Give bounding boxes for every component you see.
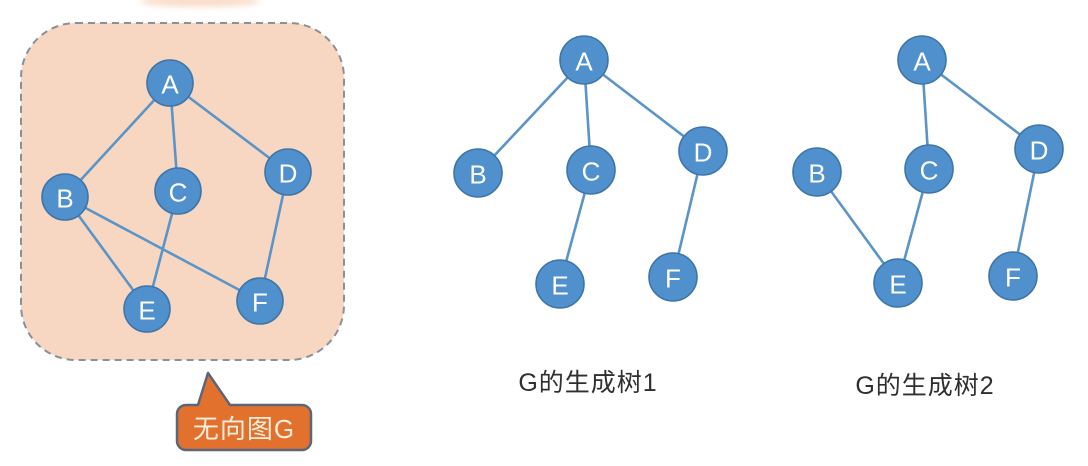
node-G-C	[154, 167, 202, 215]
caption-spanning-tree-2: G的生成树2	[855, 372, 995, 400]
node-G-A	[146, 59, 194, 107]
node-label-G-B: B	[56, 184, 73, 214]
node-label-tree1-A: A	[575, 47, 593, 77]
node-label-G-A: A	[161, 70, 179, 100]
node-label-tree1-F: F	[665, 264, 681, 294]
node-tree1-B	[453, 148, 503, 198]
node-tree1-D	[678, 126, 728, 176]
edge-tree1-A-B	[476, 58, 586, 175]
node-tree1-A	[559, 35, 609, 85]
spanning-tree-1: A B C D E F	[453, 35, 728, 309]
node-tree2-D	[1014, 124, 1064, 174]
node-label-tree2-D: D	[1030, 136, 1049, 166]
edge-G-A-D	[168, 81, 290, 174]
node-label-G-E: E	[138, 296, 155, 326]
node-tree2-E	[873, 258, 923, 308]
callout-bubble	[175, 371, 313, 452]
node-tree2-A	[897, 35, 947, 85]
edge-G-A-B	[63, 81, 172, 199]
node-tree1-F	[648, 252, 698, 302]
edge-tree1-A-D	[582, 58, 705, 153]
node-label-tree1-C: C	[582, 157, 601, 187]
node-label-tree1-B: B	[469, 160, 486, 190]
node-G-B	[41, 173, 89, 221]
undirected-graph-G: A B C D E F	[41, 59, 312, 333]
node-label-tree2-E: E	[889, 270, 906, 300]
top-edge-artifact	[140, 0, 260, 7]
node-G-E	[123, 285, 171, 333]
node-label-G-D: D	[279, 159, 298, 189]
node-G-D	[264, 148, 312, 196]
node-label-tree2-B: B	[808, 159, 825, 189]
node-label-tree2-A: A	[913, 47, 931, 77]
node-label-G-C: C	[169, 178, 188, 208]
node-tree1-C	[566, 145, 616, 195]
node-label-tree2-F: F	[1005, 263, 1021, 293]
node-G-F	[236, 277, 284, 325]
spanning-tree-2: A B C D E F	[792, 35, 1064, 308]
node-label-tree1-D: D	[694, 138, 713, 168]
node-label-tree1-E: E	[551, 271, 568, 301]
caption-spanning-tree-1: G的生成树1	[518, 369, 658, 397]
node-tree2-B	[792, 147, 842, 197]
node-tree2-C	[904, 144, 954, 194]
node-label-G-F: F	[252, 288, 268, 318]
node-label-tree2-C: C	[920, 156, 939, 186]
node-tree2-F	[988, 251, 1038, 301]
node-tree1-E	[535, 259, 585, 309]
